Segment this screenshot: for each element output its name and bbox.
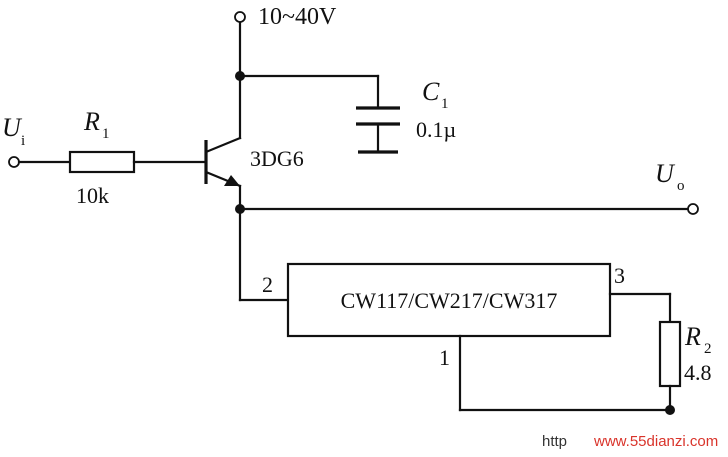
r2-value: 4.8	[684, 360, 712, 385]
resistor-r2	[658, 320, 682, 388]
output-subscript: o	[677, 178, 685, 194]
regulator-pin-output: 3	[614, 263, 625, 288]
capacitor-name: C	[422, 77, 440, 106]
r2-subscript: 2	[704, 341, 712, 357]
emitter-arrow-icon	[224, 175, 240, 186]
r1-value: 10k	[76, 183, 109, 208]
transistor-label: 3DG6	[250, 146, 304, 171]
supply-voltage-label: 10~40V	[258, 4, 337, 30]
input-name: U	[2, 113, 23, 142]
regulator-label: CW117/CW217/CW317	[341, 288, 558, 313]
junction-dot-collector	[235, 71, 245, 81]
watermark-left-text: http	[542, 433, 567, 450]
capacitor-value: 0.1µ	[416, 117, 456, 142]
supply-terminal[interactable]	[234, 11, 246, 23]
r2-name: R	[684, 322, 701, 351]
junction-dot-output	[235, 204, 245, 214]
output-name: U	[655, 159, 676, 188]
capacitor-subscript: 1	[441, 96, 449, 112]
watermark-url: www.55dianzi.com	[593, 433, 718, 450]
output-terminal[interactable]	[687, 203, 699, 215]
r1-name: R	[83, 107, 100, 136]
input-terminal[interactable]	[8, 156, 20, 168]
regulator-pin-input: 2	[262, 272, 273, 297]
regulator-pin-adj: 1	[439, 345, 450, 370]
regulator-box	[286, 262, 612, 338]
r1-subscript: 1	[102, 126, 110, 142]
transistor-collector-lead	[204, 136, 242, 154]
junction-dot-adj	[665, 405, 675, 415]
input-subscript: i	[21, 133, 25, 149]
resistor-r1	[68, 150, 136, 174]
